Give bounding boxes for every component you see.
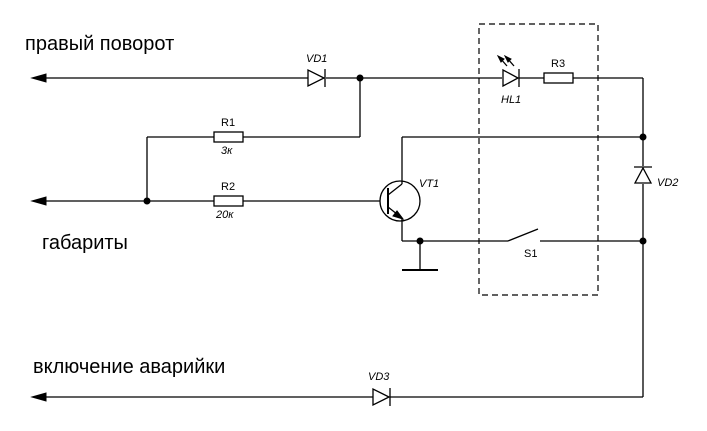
diode-vd2 (633, 166, 653, 184)
wire-hazard (30, 392, 643, 402)
label-hazard-on: включение аварийки (33, 356, 225, 378)
vd3-label: VD3 (368, 371, 390, 383)
vd2-label: VD2 (657, 177, 678, 189)
resistor-r2 (213, 195, 244, 207)
wire-right-turn (30, 73, 643, 83)
hl1-label: HL1 (501, 94, 521, 106)
resistor-r3 (543, 72, 574, 84)
diode-vd3 (372, 387, 391, 407)
led-hl1 (496, 54, 520, 88)
r3-label: R3 (551, 58, 565, 70)
r1-label: R1 (221, 117, 235, 129)
switch-s1 (507, 228, 539, 242)
junction-side-lights (143, 197, 151, 205)
vd1-label: VD1 (306, 53, 327, 65)
module-enclosure (478, 23, 599, 296)
resistor-r1 (213, 131, 244, 143)
transistor-vt1 (379, 137, 421, 241)
wire-r1-branch (146, 78, 361, 201)
r1-value: 3к (221, 145, 233, 157)
r2-label: R2 (221, 181, 235, 193)
ground-symbol (402, 241, 438, 271)
s1-label: S1 (524, 248, 537, 260)
junction-vd2-top (639, 133, 647, 141)
wire-side-lights (30, 196, 380, 206)
vt1-label: VT1 (419, 178, 439, 190)
diode-vd1 (307, 68, 326, 88)
r2-value: 20к (215, 209, 234, 221)
label-side-lights: габариты (42, 232, 128, 254)
label-right-turn: правый поворот (25, 33, 174, 55)
junction-vd2-bottom (639, 237, 647, 245)
